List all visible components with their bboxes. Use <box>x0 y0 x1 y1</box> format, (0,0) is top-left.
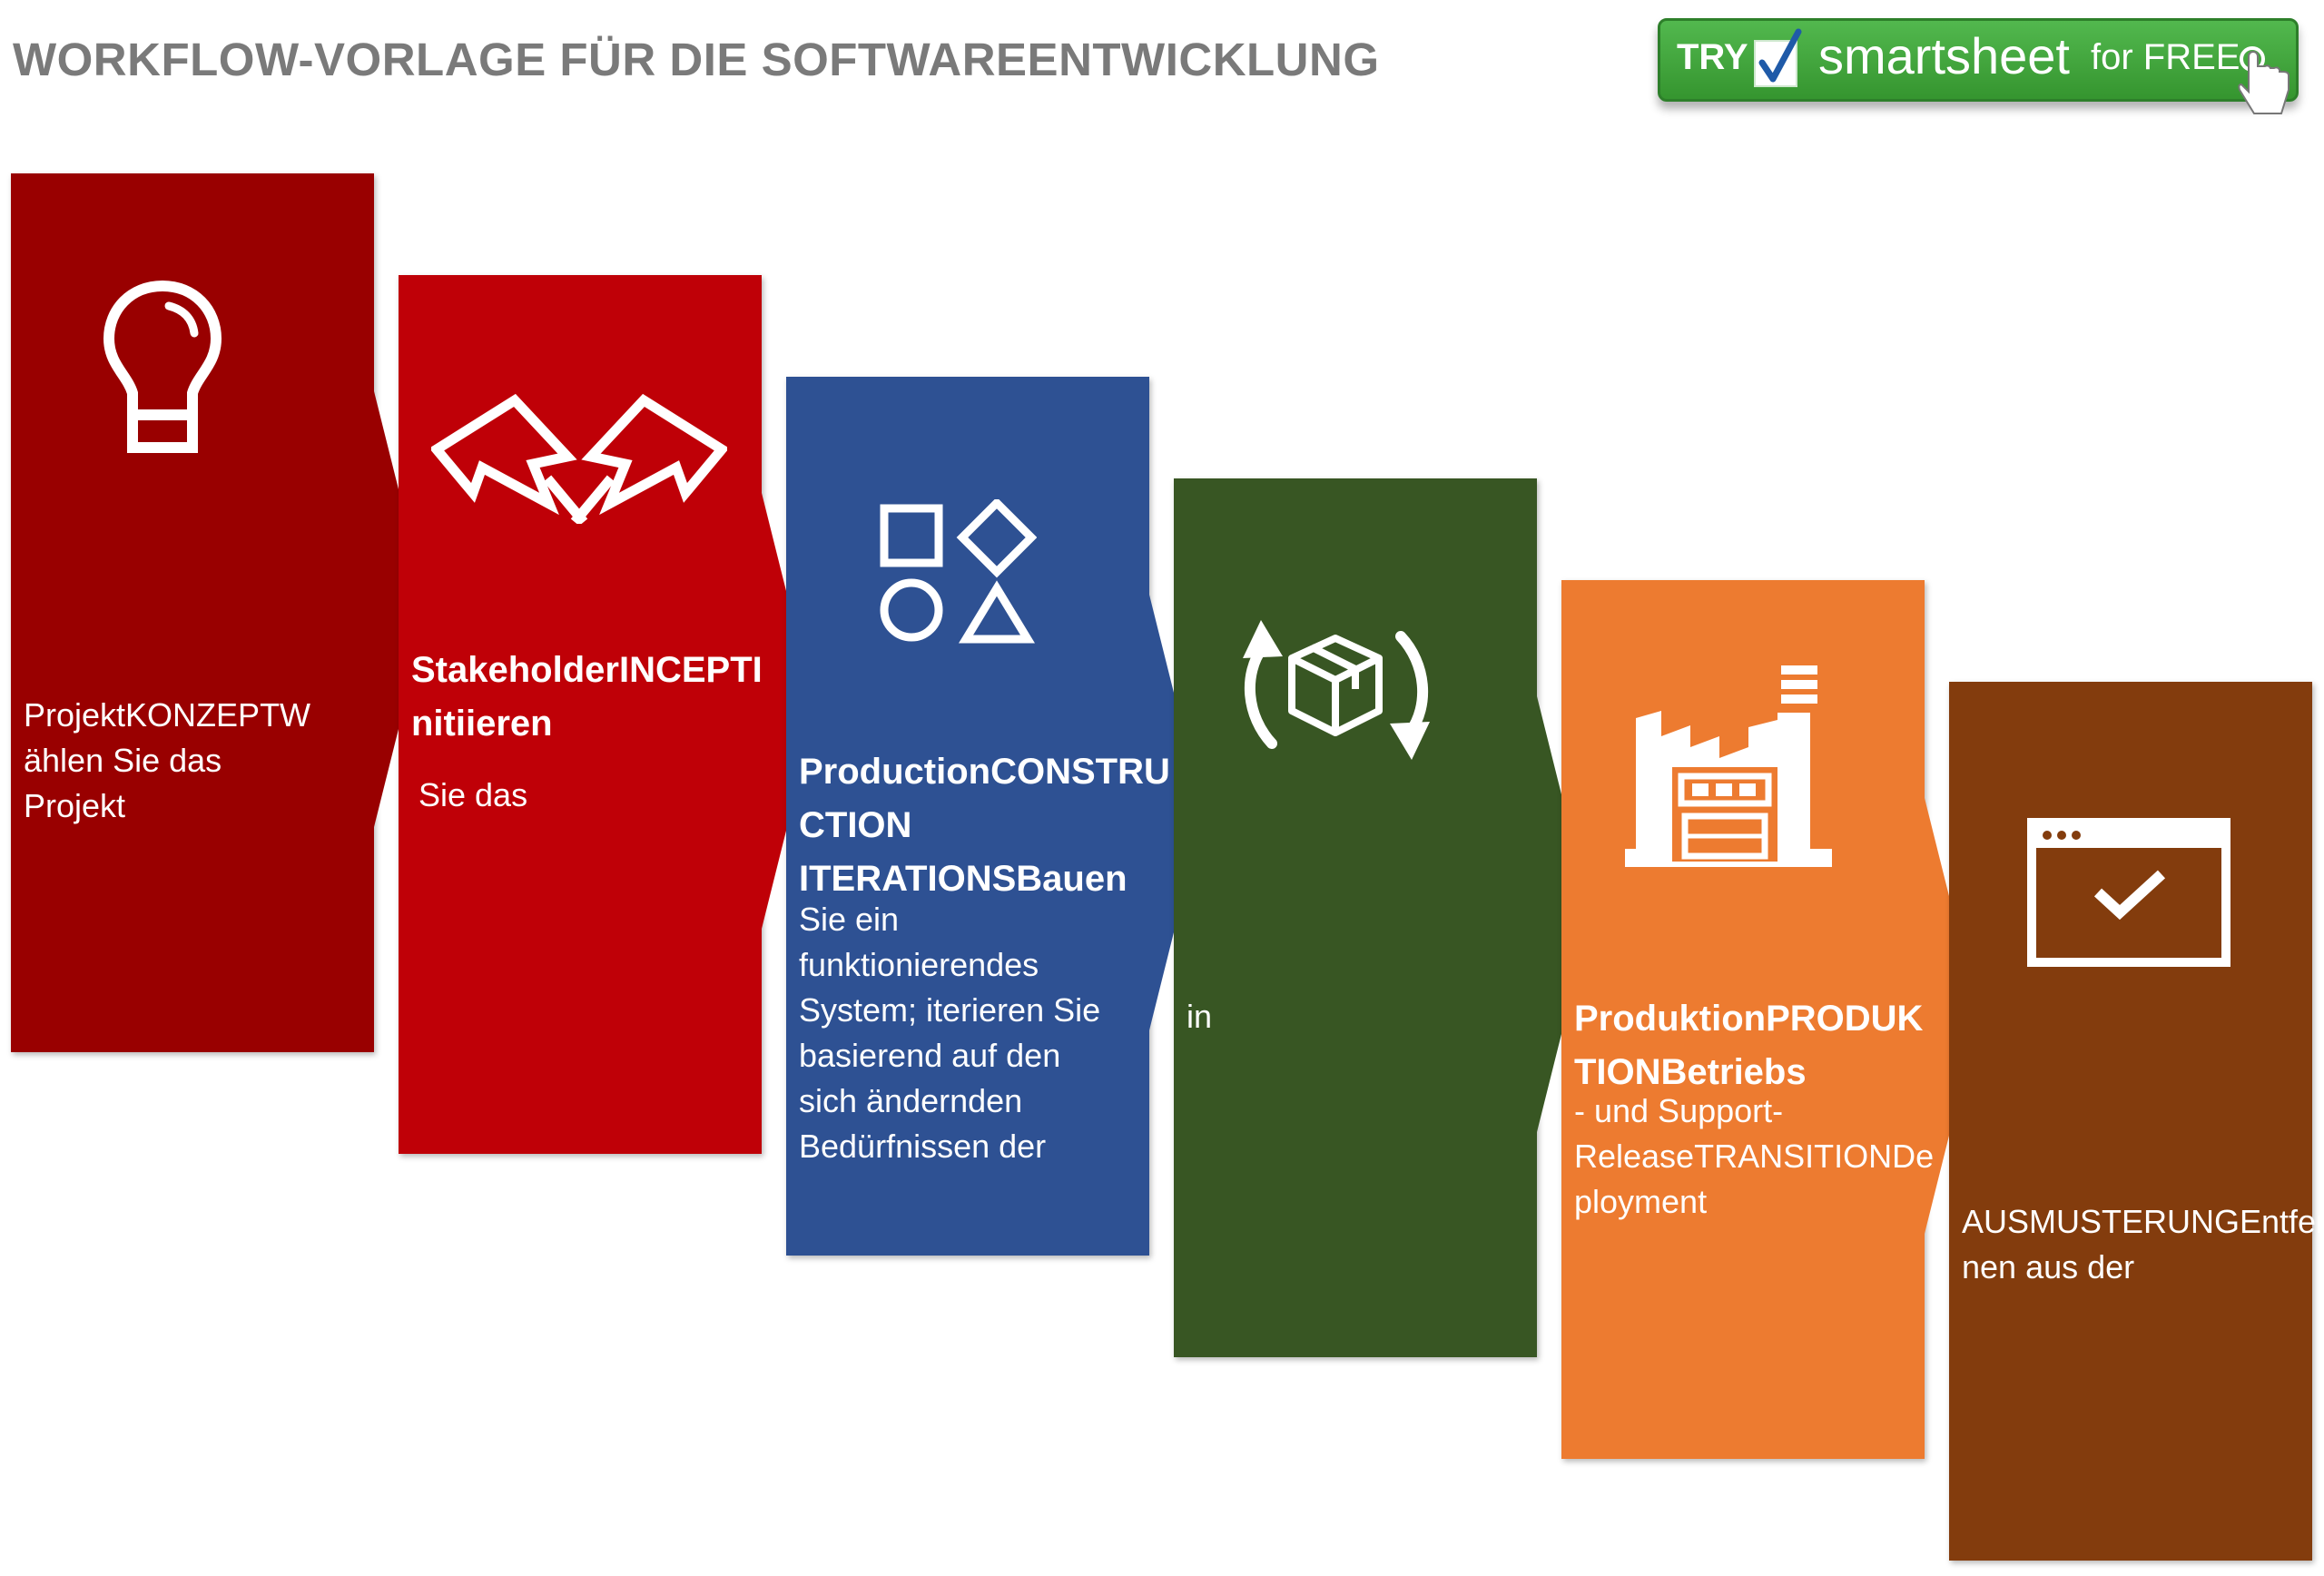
step-description: - und Support- ReleaseTRANSITIONDe ploym… <box>1574 1092 1935 1220</box>
cta-try-label: TRY <box>1677 37 1748 77</box>
step-description: AUSMUSTERUNGEntfer nen aus der <box>1962 1203 2324 1285</box>
step-description: Sie ein funktionierendes System; iterier… <box>799 901 1101 1165</box>
cta-free-label: for FREE <box>2091 37 2240 77</box>
step-description: in <box>1187 998 1213 1035</box>
package-cycle-icon <box>1243 620 1430 760</box>
try-smartsheet-button[interactable]: TRY smartsheet for FREE <box>1658 18 2299 114</box>
checkmark-logo-icon <box>1754 28 1802 87</box>
step-text-block: StakeholderINCEPTI nitiieren Sie das <box>411 644 811 818</box>
step-arrow <box>1949 682 2312 1561</box>
step-text-block: ProjektKONZEPTW ählen Sie das Projekt <box>24 693 423 829</box>
step-title: ProduktionPRODUK TIONBetriebs <box>1574 999 1924 1092</box>
workflow-step-inception: StakeholderINCEPTI nitiieren Sie das <box>399 275 816 1154</box>
step-text-block: ProduktionPRODUK TIONBetriebs - und Supp… <box>1574 992 1974 1225</box>
workflow-step-construction: ProductionCONSTRU CTION ITERATIONSBauen … <box>786 377 1204 1256</box>
shapes-icon <box>880 499 1037 644</box>
factory-icon <box>1625 665 1832 867</box>
step-text-block: AUSMUSTERUNGEntfer nen aus der <box>1962 1199 2324 1290</box>
workflow-step-ausmusterung: AUSMUSTERUNGEntfer nen aus der <box>1949 682 2324 1561</box>
browser-check-icon <box>2027 818 2230 967</box>
step-description: ProjektKONZEPTW ählen Sie das Projekt <box>24 696 311 824</box>
workflow-step-transition: in <box>1174 478 1591 1357</box>
crossed-flags-icon <box>431 393 727 524</box>
step-title: ProductionCONSTRU CTION ITERATIONSBauen <box>799 752 1170 899</box>
cta-brand-label: smartsheet <box>1818 27 2070 84</box>
step-arrow <box>1174 478 1591 1357</box>
step-description: Sie das <box>419 776 528 813</box>
step-title: StakeholderINCEPTI nitiieren <box>411 650 763 744</box>
step-arrow <box>399 275 816 1154</box>
lightbulb-icon <box>103 281 222 453</box>
hand-cursor-icon <box>2238 46 2290 114</box>
workflow-step-konzept: ProjektKONZEPTW ählen Sie das Projekt <box>11 173 428 1052</box>
page-title: WORKFLOW-VORLAGE FÜR DIE SOFTWAREENTWICK… <box>13 34 1380 85</box>
step-text-block: ProductionCONSTRU CTION ITERATIONSBauen … <box>799 745 1198 1169</box>
step-text-block: in <box>1187 994 1586 1039</box>
workflow-step-produktion: ProduktionPRODUK TIONBetriebs - und Supp… <box>1561 580 1979 1459</box>
step-arrow <box>11 173 428 1052</box>
